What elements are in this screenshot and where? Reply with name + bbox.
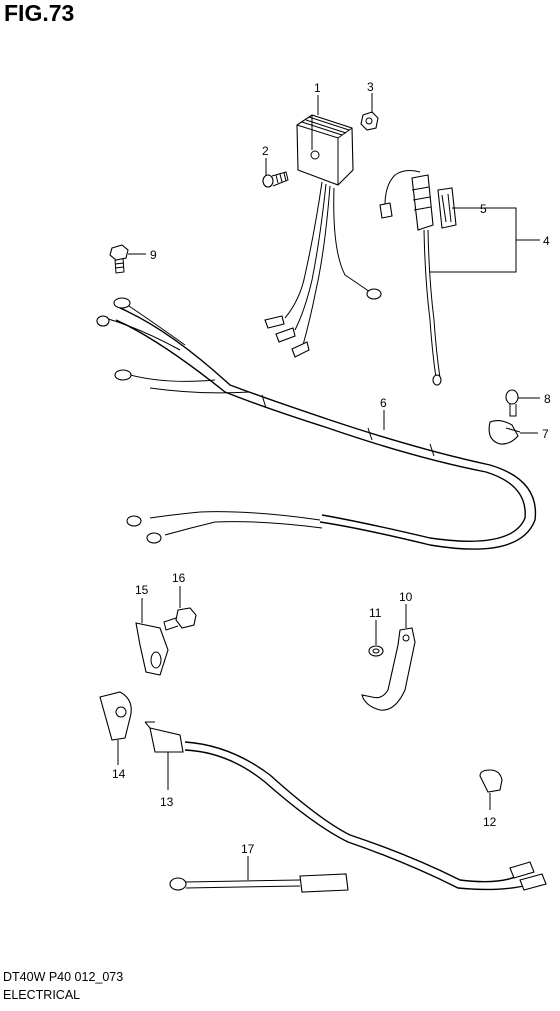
part-13-sensor xyxy=(144,721,547,891)
part-12-cap xyxy=(479,769,503,793)
callout-15: 15 xyxy=(135,583,149,597)
callout-2: 2 xyxy=(262,144,269,158)
section-name: ELECTRICAL xyxy=(3,988,81,1002)
part-10-bracket xyxy=(361,627,416,711)
part-9-bolt xyxy=(109,244,129,274)
callout-11: 11 xyxy=(369,606,382,620)
callout-5: 5 xyxy=(480,202,487,216)
figure-title: FIG.73 xyxy=(4,0,75,26)
callout-6: 6 xyxy=(380,396,387,410)
callout-10: 10 xyxy=(399,590,413,604)
part-15-bracket xyxy=(135,622,169,676)
part-3-nut xyxy=(360,111,379,131)
callout-12: 12 xyxy=(483,815,497,829)
callout-4: 4 xyxy=(543,234,550,248)
part-4-fuse-holder xyxy=(379,170,457,386)
callout-9: 9 xyxy=(150,248,157,262)
callout-14: 14 xyxy=(112,767,126,781)
part-7-clamp xyxy=(488,419,521,445)
callout-7: 7 xyxy=(542,427,549,441)
part-1-rectifier xyxy=(264,114,382,358)
part-6-wire-harness xyxy=(96,297,537,550)
callout-17: 17 xyxy=(241,842,255,856)
part-8-screw xyxy=(505,389,519,417)
part-14-plate xyxy=(99,691,132,741)
part-11-washer xyxy=(368,645,384,657)
callout-16: 16 xyxy=(172,571,186,585)
callout-leaders xyxy=(117,93,540,880)
callout-1: 1 xyxy=(314,81,321,95)
part-16-bolt xyxy=(163,607,197,631)
diagram-code: DT40W P40 012_073 xyxy=(3,970,124,984)
part-2-screw xyxy=(262,171,289,188)
callout-13: 13 xyxy=(160,795,174,809)
part-17-lead-wire xyxy=(169,873,349,893)
callout-8: 8 xyxy=(544,392,551,406)
callout-3: 3 xyxy=(367,80,374,94)
